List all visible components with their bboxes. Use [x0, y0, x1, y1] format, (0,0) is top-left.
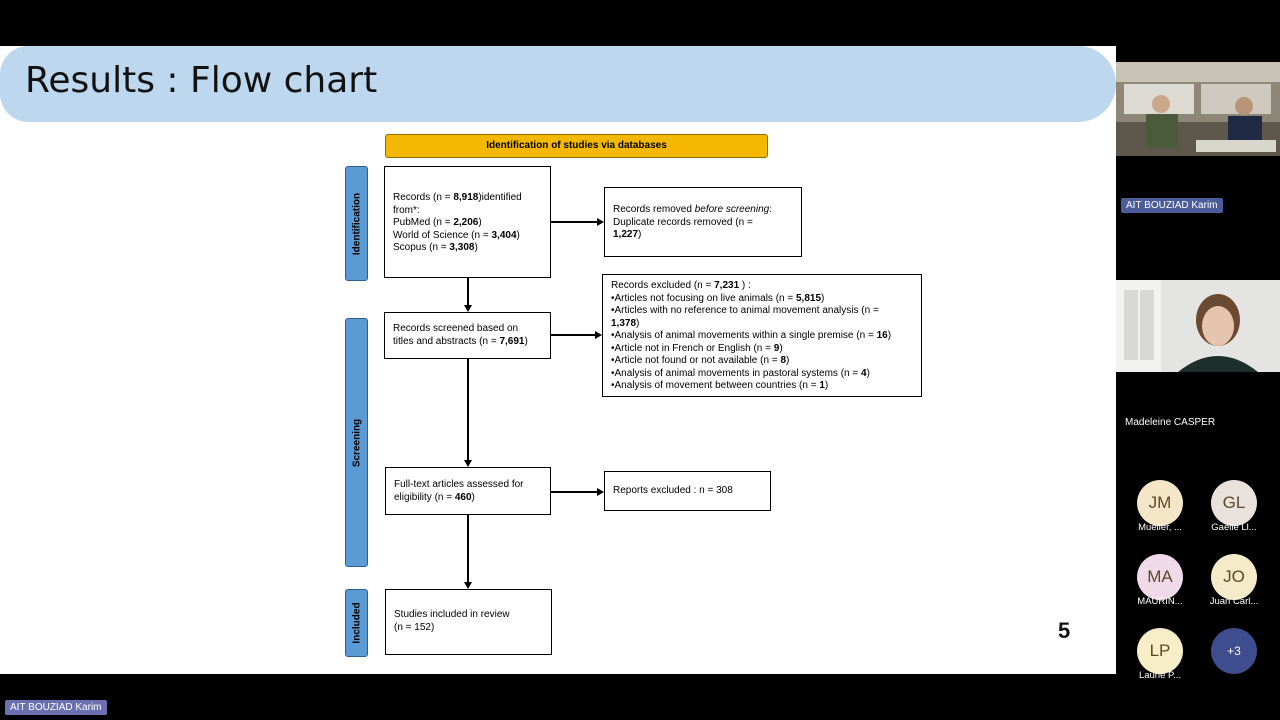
excluded-reason-item: •Articles not focusing on live animals (… — [611, 292, 825, 304]
arrow-down-icon — [464, 582, 472, 589]
reports-excluded-box: Reports excluded : n = 308 — [604, 471, 771, 511]
arrow-right-icon — [597, 218, 604, 226]
excluded-reason-item: •Article not found or not available (n =… — [611, 355, 790, 366]
records-removed-box: Records removed before screening: Duplic… — [604, 187, 802, 257]
excluded-reason-item: •Analysis of movement between countries … — [611, 380, 829, 391]
connector-line — [467, 278, 469, 305]
connector-line — [551, 221, 597, 223]
records-identified-box: Records (n = 8,918)identified from*: Pub… — [384, 166, 551, 278]
phase-included-label: Included — [351, 602, 362, 644]
slide-title-bar: Results : Flow chart — [0, 46, 1116, 122]
records-excluded-box: Records excluded (n = 7,231 ) : •Article… — [602, 274, 922, 397]
participant-avatar-label: Juan Carl... — [1209, 596, 1259, 607]
participant-avatar-label: Gaëlle Ll... — [1211, 522, 1257, 533]
participant-avatar[interactable]: GL — [1211, 480, 1257, 526]
speaker-name-tag: AIT BOUZIAD Karim — [1121, 198, 1223, 213]
connector-line — [467, 359, 469, 460]
arrow-down-icon — [464, 305, 472, 312]
studies-included-box: Studies included in review (n = 152) — [385, 589, 552, 655]
phase-screening: Screening — [345, 318, 368, 567]
connector-line — [551, 491, 597, 493]
flowchart-header: Identification of studies via databases — [385, 134, 768, 158]
participant-avatar-label: Laurie P... — [1138, 670, 1182, 681]
connector-line — [467, 515, 469, 582]
excluded-reason-item: •Analysis of animal movements in pastora… — [611, 367, 870, 379]
participant-video-feed — [1116, 280, 1280, 372]
connector-line — [551, 334, 595, 336]
phase-identification: Identification — [345, 166, 368, 281]
participant-avatar[interactable]: LP — [1137, 628, 1183, 674]
arrow-right-icon — [595, 331, 602, 339]
more-participants-button[interactable]: +3 — [1211, 628, 1257, 674]
slide-title: Results : Flow chart — [25, 60, 378, 101]
excluded-reason-item: •Article not in French or English (n = 9… — [611, 342, 783, 354]
participant-avatar-label: MAURIN... — [1137, 596, 1183, 607]
excluded-reason-item: •Articles with no reference to animal mo… — [611, 305, 879, 316]
slide-page-number: 5 — [1058, 618, 1071, 643]
excluded-reasons-list: •Articles not focusing on live animals (… — [611, 293, 913, 393]
excluded-reason-item: 1,378) — [611, 317, 640, 329]
participant-avatar[interactable]: MA — [1137, 554, 1183, 600]
video-tile-madeleine[interactable] — [1116, 280, 1280, 372]
phase-screening-label: Screening — [351, 418, 362, 467]
excluded-reason-item: •Analysis of animal movements within a s… — [611, 330, 892, 341]
phase-included: Included — [345, 589, 368, 657]
presenter-name-tag: AIT BOUZIAD Karim — [5, 700, 107, 715]
participant-name: Madeleine CASPER — [1125, 417, 1216, 428]
arrow-right-icon — [597, 488, 604, 496]
phase-identification-label: Identification — [351, 192, 362, 255]
shared-slide: Results : Flow chart Identification of s… — [0, 46, 1116, 674]
video-tile-room[interactable] — [1116, 62, 1280, 156]
arrow-down-icon — [464, 460, 472, 467]
records-screened-box: Records screened based on titles and abs… — [384, 312, 551, 359]
fulltext-assessed-box: Full-text articles assessed for eligibil… — [385, 467, 551, 515]
participant-avatar-label: Mueller, ... — [1138, 522, 1182, 533]
participant-avatar[interactable]: JM — [1137, 480, 1183, 526]
participant-avatar[interactable]: JO — [1211, 554, 1257, 600]
room-video-feed — [1116, 62, 1280, 156]
